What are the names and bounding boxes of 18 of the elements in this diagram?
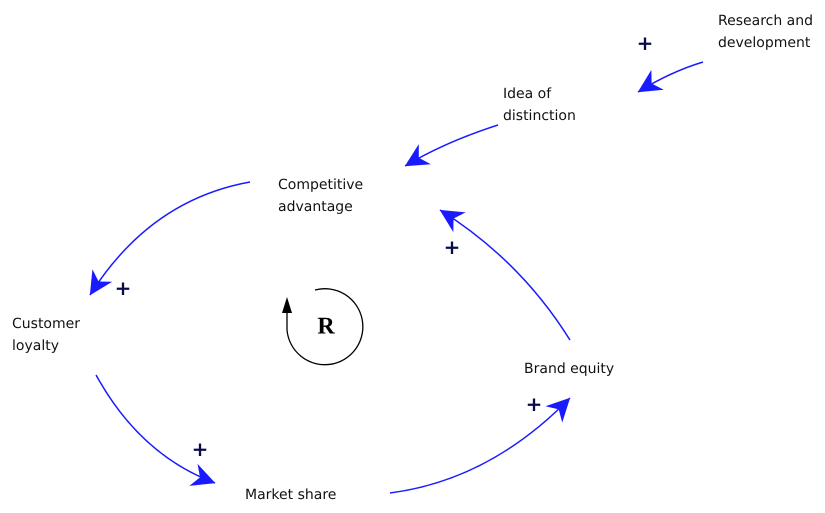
node-label: Market share — [245, 486, 338, 505]
edge-label: + — [636, 33, 654, 53]
node-label: Research and development — [718, 12, 814, 53]
node-label: Brand equity — [524, 360, 616, 379]
node-label: Customer loyalty — [12, 315, 82, 356]
arrow — [89, 181, 250, 296]
edge-label: + — [192, 439, 208, 459]
edge-label: + — [526, 394, 542, 414]
edge-label: + — [444, 237, 460, 257]
arrow — [404, 124, 498, 167]
arrow — [440, 209, 571, 340]
edge-label: + — [114, 278, 132, 298]
node-label: Competitive advantage — [278, 176, 364, 217]
node-label: Idea of distinction — [503, 85, 577, 126]
loop-label: R — [317, 314, 335, 340]
arrow — [95, 374, 216, 486]
arrow — [638, 61, 704, 93]
arrow — [390, 397, 570, 494]
